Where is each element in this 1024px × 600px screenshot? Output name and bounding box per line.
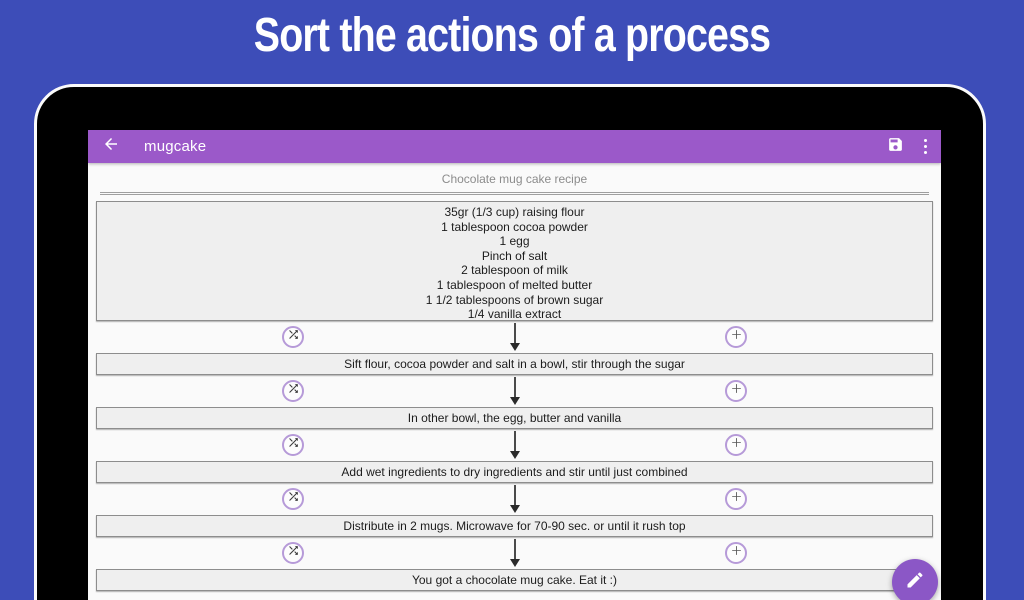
ingredient-line: 1/4 vanilla extract <box>467 307 562 322</box>
down-arrow-icon <box>508 485 522 518</box>
recipe-title[interactable]: Chocolate mug cake recipe <box>441 172 588 186</box>
save-icon <box>887 136 904 158</box>
add-step-button[interactable] <box>725 488 747 510</box>
down-arrow-icon <box>508 539 522 572</box>
shuffle-button[interactable] <box>282 434 304 456</box>
toolbar-title: mugcake <box>144 138 207 155</box>
plus-icon <box>730 490 743 508</box>
shuffle-button[interactable] <box>282 542 304 564</box>
add-step-button[interactable] <box>725 326 747 348</box>
app-screen: mugcake Chocolate mug cake recipe 35gr (… <box>88 130 941 600</box>
recipe-title-field[interactable]: Chocolate mug cake recipe <box>88 163 941 195</box>
overflow-dot-icon <box>923 138 927 143</box>
shuffle-icon <box>287 328 300 346</box>
overflow-menu-button[interactable] <box>922 137 930 157</box>
plus-icon <box>730 328 743 346</box>
shuffle-button[interactable] <box>282 380 304 402</box>
step-box[interactable]: Add wet ingredients to dry ingredients a… <box>96 461 933 483</box>
step-connector <box>88 321 941 353</box>
add-step-button[interactable] <box>725 434 747 456</box>
shuffle-icon <box>287 490 300 508</box>
ingredient-line: 2 tablespoon of milk <box>461 263 568 278</box>
ingredients-box[interactable]: 35gr (1/3 cup) raising flour 1 tablespoo… <box>96 201 933 321</box>
back-button[interactable] <box>102 135 120 158</box>
overflow-dot-icon <box>923 144 927 149</box>
page-title: Sort the actions of a process <box>253 9 771 62</box>
pencil-icon <box>905 570 925 595</box>
ingredient-line: 1 1/2 tablespoons of brown sugar <box>425 292 604 307</box>
step-box[interactable]: Sift flour, cocoa powder and salt in a b… <box>96 353 933 375</box>
plus-icon <box>730 436 743 454</box>
arrow-left-icon <box>102 135 120 158</box>
step-connector <box>88 483 941 515</box>
step-box[interactable]: In other bowl, the egg, butter and vanil… <box>96 407 933 429</box>
down-arrow-icon <box>508 431 522 464</box>
ingredient-line: 35gr (1/3 cup) raising flour <box>444 205 585 219</box>
add-step-button[interactable] <box>725 380 747 402</box>
app-toolbar: mugcake <box>88 130 941 163</box>
add-step-button[interactable] <box>725 542 747 564</box>
down-arrow-icon <box>508 323 522 356</box>
shuffle-icon <box>287 436 300 454</box>
shuffle-button[interactable] <box>282 488 304 510</box>
step-box[interactable]: Distribute in 2 mugs. Microwave for 70-9… <box>96 515 933 537</box>
shuffle-icon <box>287 544 300 562</box>
down-arrow-icon <box>508 377 522 410</box>
ingredient-line: 1 tablespoon of melted butter <box>436 277 593 292</box>
plus-icon <box>730 544 743 562</box>
plus-icon <box>730 382 743 400</box>
save-button[interactable] <box>887 136 904 158</box>
overflow-dot-icon <box>923 150 927 155</box>
edit-fab[interactable] <box>892 559 938 600</box>
recipe-title-underline <box>100 192 929 195</box>
shuffle-button[interactable] <box>282 326 304 348</box>
ingredient-line: Pinch of salt <box>481 248 548 263</box>
step-connector <box>88 375 941 407</box>
shuffle-icon <box>287 382 300 400</box>
step-box[interactable]: You got a chocolate mug cake. Eat it :) <box>96 569 933 591</box>
ingredient-line: 1 tablespoon cocoa powder <box>441 219 588 234</box>
step-connector <box>88 429 941 461</box>
step-connector <box>88 537 941 569</box>
tablet-frame: mugcake Chocolate mug cake recipe 35gr (… <box>34 84 986 600</box>
ingredient-line: 1 egg <box>499 234 530 249</box>
